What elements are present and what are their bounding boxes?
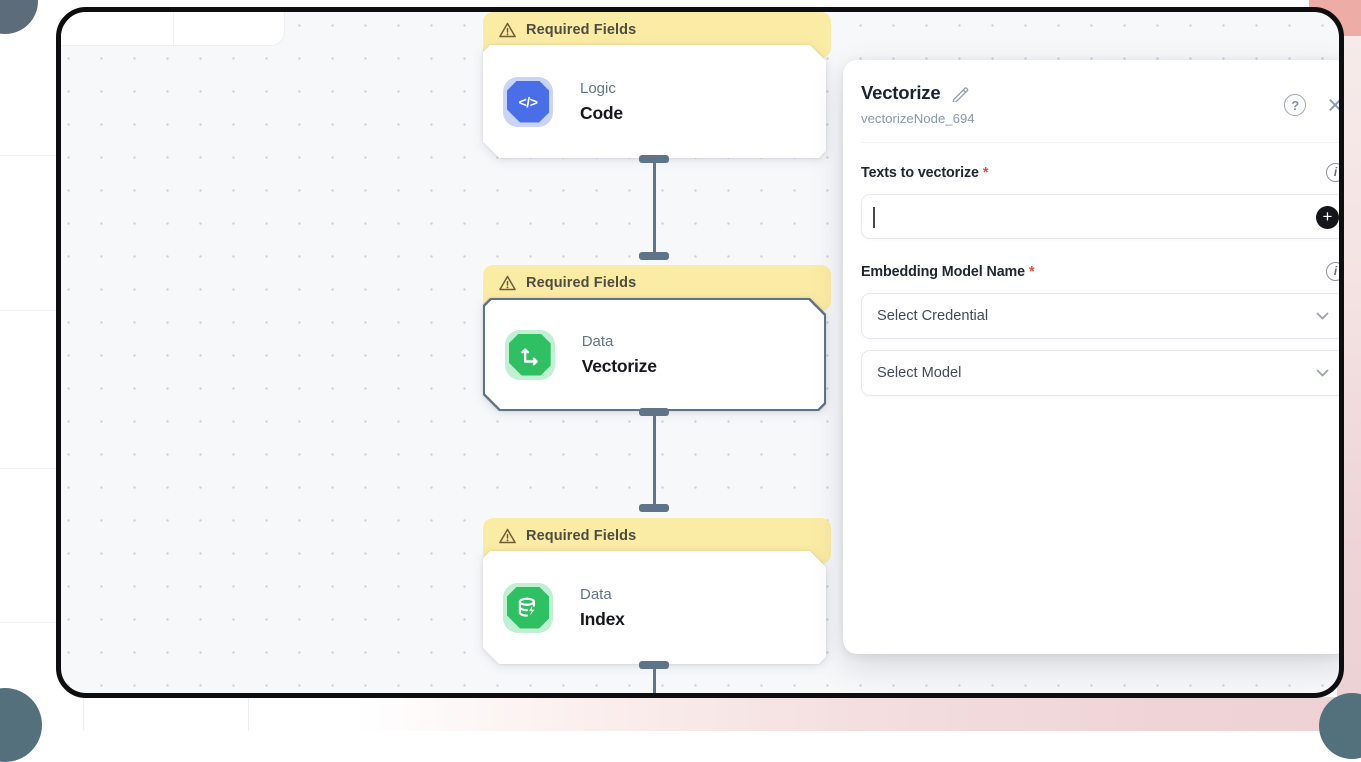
model-select[interactable]: Select Model — [861, 350, 1339, 396]
banner-label: Required Fields — [526, 527, 637, 544]
node-code[interactable]: Required Fields </> Logic Code — [483, 12, 831, 158]
banner-label: Required Fields — [526, 274, 637, 291]
help-icon[interactable]: ? — [1284, 94, 1307, 116]
code-icon: </> — [503, 77, 553, 127]
credential-select[interactable]: Select Credential — [861, 293, 1339, 339]
banner-label: Required Fields — [526, 21, 637, 38]
edge-vectorize-index — [653, 412, 656, 508]
app-window-frame: Required Fields </> Logic Code — [56, 7, 1344, 698]
credential-select-value: Select Credential — [877, 308, 989, 324]
pencil-icon[interactable] — [951, 84, 969, 102]
canvas-toolbar-stub — [61, 12, 285, 46]
backdrop-gridline — [0, 622, 57, 623]
text-cursor — [873, 207, 875, 228]
backdrop-bottom-gradient — [0, 697, 1361, 731]
node-category: Logic — [580, 79, 616, 97]
embedding-model-name-label: Embedding Model Name* — [861, 263, 1035, 280]
backdrop-circle-top-left — [0, 0, 38, 34]
node-card-vectorize[interactable]: Data Vectorize — [483, 298, 826, 411]
node-title: Index — [580, 608, 625, 629]
code-source-handle[interactable] — [639, 155, 669, 163]
texts-to-vectorize-input[interactable]: + — [861, 194, 1339, 239]
node-card-code[interactable]: </> Logic Code — [483, 45, 826, 158]
info-icon[interactable]: i — [1326, 163, 1339, 182]
backdrop-gridline — [248, 697, 249, 731]
vectorize-target-handle[interactable] — [639, 252, 669, 260]
warning-icon — [499, 528, 516, 544]
node-category: Data — [581, 332, 614, 350]
node-title: Vectorize — [581, 355, 657, 376]
chevron-down-icon — [1316, 369, 1329, 377]
index-source-handle[interactable] — [639, 661, 669, 669]
panel-title: Vectorize — [861, 82, 941, 103]
node-card-index[interactable]: Data Index — [483, 551, 826, 664]
node-vectorize[interactable]: Required Fields Data Vector — [483, 265, 831, 411]
model-select-value: Select Model — [877, 365, 962, 381]
node-index[interactable]: Required Fields — [483, 518, 831, 664]
vectorize-source-handle[interactable] — [639, 408, 669, 416]
plus-icon[interactable]: + — [1316, 206, 1339, 229]
close-icon[interactable]: × — [1327, 90, 1343, 120]
edge-index-out — [653, 665, 656, 693]
edge-code-vectorize — [653, 158, 656, 258]
texts-to-vectorize-label: Texts to vectorize* — [861, 164, 989, 181]
divider — [861, 142, 1339, 143]
warning-icon — [499, 275, 516, 291]
node-title: Code — [580, 102, 623, 123]
index-target-handle[interactable] — [639, 504, 669, 512]
backdrop-gridline — [0, 468, 57, 469]
info-icon[interactable]: i — [1326, 262, 1339, 281]
node-category: Data — [580, 585, 612, 603]
node-properties-panel: Vectorize ? × vectorizeNode_694 Texts to… — [843, 60, 1343, 654]
backdrop-gridline — [0, 310, 57, 311]
vector-arrows-icon — [505, 330, 555, 380]
chevron-down-icon — [1316, 312, 1329, 320]
database-bolt-icon — [503, 583, 553, 633]
backdrop-gridline — [0, 155, 57, 156]
warning-icon — [499, 22, 516, 38]
toolbar-divider — [173, 12, 174, 45]
backdrop-gridline — [83, 697, 84, 731]
panel-node-id: vectorizeNode_694 — [861, 111, 975, 126]
